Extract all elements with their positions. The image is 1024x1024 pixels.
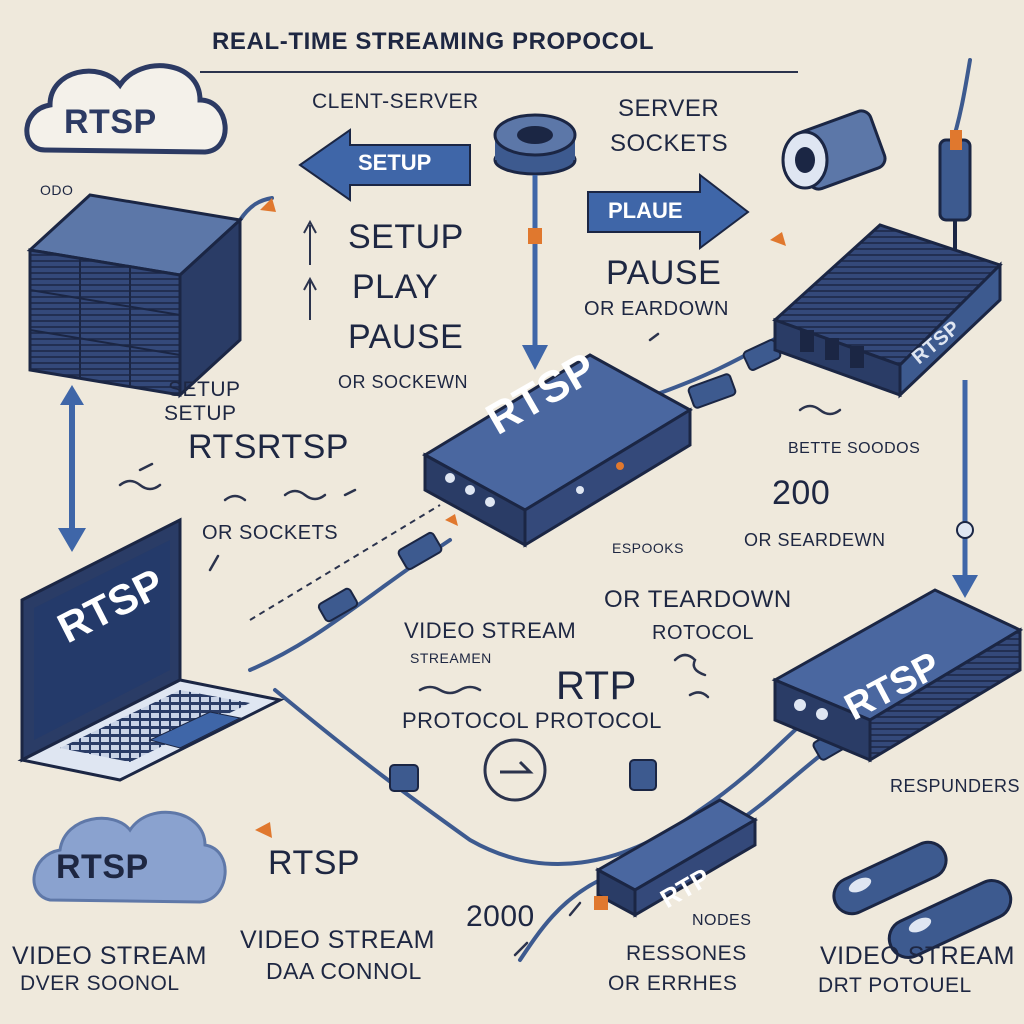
- setup-arrow-label: SETUP: [358, 150, 432, 175]
- label-setup-left-2: SETUP: [164, 402, 237, 425]
- rack-server-left: [26, 193, 244, 399]
- pause-arrow: [587, 172, 750, 250]
- orange-accents: [255, 198, 786, 838]
- center-router: [422, 353, 693, 548]
- label-or-sockewn: OR SOCKEWN: [338, 372, 469, 392]
- thin-arrows: [303, 219, 317, 320]
- label-video-stream-b1: VIDEO STREAM: [12, 942, 207, 970]
- cable-laptop-bottom: [273, 688, 832, 866]
- label-drt-potouel: DRT POTOUEL: [818, 974, 972, 997]
- label-or-eardown: OR EARDOWN: [584, 298, 729, 320]
- label-respunders: RESPUNDERS: [890, 776, 1021, 796]
- cloud-bottom-logo: RTSP: [56, 848, 149, 886]
- label-or-sockets: OR SOCKETS: [202, 522, 339, 544]
- label-video-stream-mid: VIDEO STREAM: [404, 618, 577, 643]
- label-pause-right: PAUSE: [606, 254, 722, 292]
- cmd-play: PLAY: [352, 268, 439, 306]
- label-daa-connol: DAA CONNOL: [266, 958, 422, 984]
- label-video-stream-b2: VIDEO STREAM: [240, 926, 435, 954]
- scribbles: [118, 332, 842, 957]
- label-rtsrtsp: RTSRTSP: [188, 428, 349, 466]
- lens-device: [781, 109, 972, 255]
- puck-device: [493, 113, 577, 370]
- diagram-title: REAL-TIME STREAMING PROPOCOL: [212, 28, 655, 55]
- label-or-seardewn: OR SEARDEWN: [744, 530, 886, 550]
- label-video-stream-b3: VIDEO STREAM: [820, 942, 1015, 970]
- cloud-top-left: [24, 63, 228, 155]
- right-top-server: [772, 223, 1003, 399]
- cloud-top-logo: RTSP: [64, 103, 157, 141]
- rtp-dongle: [594, 798, 758, 918]
- label-2000: 2000: [466, 900, 535, 933]
- vertical-arrow-left: [58, 385, 86, 552]
- label-small-tag: ODO: [40, 182, 74, 198]
- label-nodes: NODES: [692, 912, 752, 929]
- title-underline: [200, 71, 798, 73]
- dashed-link: [249, 504, 441, 621]
- cable-server-left: [238, 196, 274, 222]
- cable-bottom-rtp: [518, 878, 602, 962]
- cloud-bottom-left: [32, 810, 227, 904]
- vertical-arrow-right: [952, 380, 978, 598]
- label-streamen: STREAMEN: [410, 650, 492, 666]
- circle-arrow: [483, 738, 547, 802]
- label-200: 200: [772, 474, 831, 512]
- label-or-teardown: OR TEARDOWN: [604, 586, 792, 613]
- cmd-pause: PAUSE: [348, 318, 464, 356]
- pause-arrow-label: PLAUE: [608, 198, 683, 223]
- label-or-errhes: OR ERRHES: [608, 972, 738, 995]
- label-bette-soodos: BETTE SOODOS: [788, 440, 921, 457]
- label-client-server: CLENT-SERVER: [312, 90, 479, 113]
- pill-devices: [832, 840, 1013, 959]
- setup-arrow: [298, 128, 471, 202]
- label-rtsp-bottom: RTSP: [268, 844, 361, 882]
- bottom-right-router: [771, 588, 1024, 763]
- label-server: SERVER: [618, 95, 720, 122]
- label-espooks: ESPOOKS: [612, 540, 684, 556]
- label-protocol-protocol: PROTOCOL PROTOCOL: [402, 708, 662, 733]
- label-over-soonol: DVER SOONOL: [20, 972, 180, 995]
- cmd-setup: SETUP: [348, 218, 464, 256]
- label-sockets: SOCKETS: [610, 130, 729, 157]
- label-rotocol: ROTOCOL: [652, 622, 755, 644]
- label-ressones: RESSONES: [626, 942, 747, 965]
- label-setup-left-1: SETUP: [168, 378, 241, 401]
- laptop: [17, 517, 285, 782]
- label-rtp-mid: RTP: [556, 664, 637, 708]
- connectors: [317, 339, 848, 792]
